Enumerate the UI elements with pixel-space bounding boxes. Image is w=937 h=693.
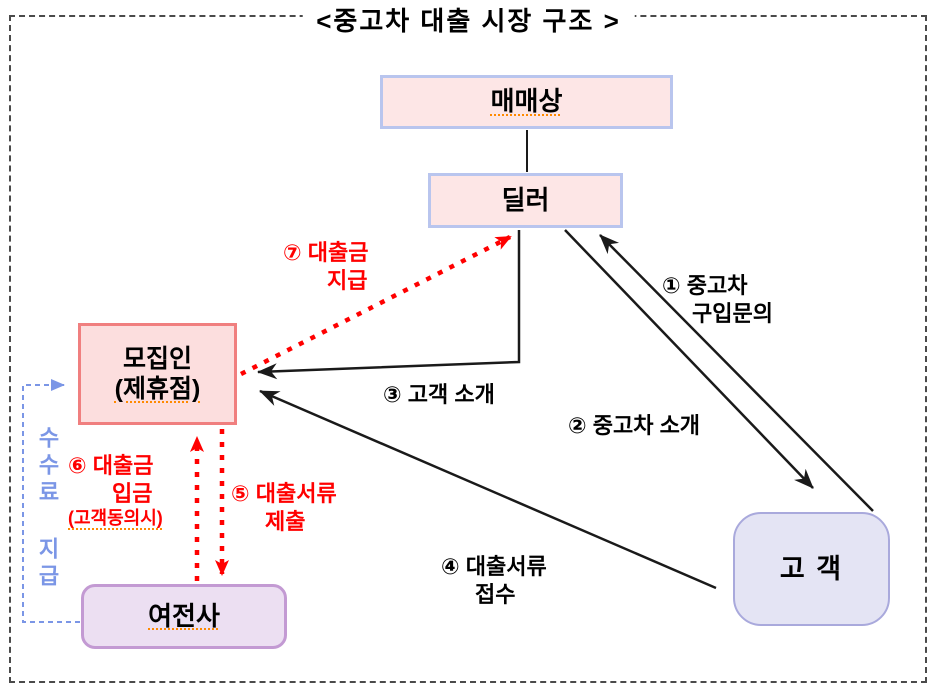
node-recruiter-box: 모집인 (제휴점) [78,323,237,425]
node-customer-label: 고 객 [779,553,844,584]
label-5-line2: 제출 [265,508,306,534]
node-maemaesang-box: 매매상 [380,75,673,129]
node-recruiter-label-line1: 모집인 [122,344,192,373]
label-6-loan-deposit: ⑥ 대출금 입금 (고객동의시) [68,452,163,530]
label-2-car-introduction: ② 중고차 소개 [568,412,700,440]
node-maemaesang-label: 매매상 [490,86,563,117]
node-finance-label: 여전사 [148,600,220,631]
label-4-loan-docs-receipt: ④ 대출서류 접수 [441,553,547,608]
label-3-customer-introduction: ③ 고객 소개 [383,381,495,409]
node-recruiter-label-line2: (제휴점) [114,375,201,403]
label-1-purchase-inquiry: ① 중고차 구입문의 [662,272,773,327]
label-3-line1: ③ 고객 소개 [383,382,495,407]
label-6-line2: 입금 [112,480,153,506]
label-fee-payment: 수수료 지급 [35,426,60,591]
arrow-1-purchase-inquiry [599,234,874,512]
label-7-line2: 지급 [327,267,368,293]
node-customer-box: 고 객 [733,512,890,626]
arrow-fee-payment [22,379,80,623]
arrow-7-loan-payment [239,234,512,377]
label-4-line2: 접수 [475,581,516,607]
label-7-loan-payment: ⑦ 대출금 지급 [283,239,368,294]
label-6-line1: ⑥ 대출금 [68,453,154,478]
node-dealer-box: 딜러 [428,173,623,228]
arrow-4-loan-docs-receipt [259,389,717,590]
label-1-line2: 구입문의 [692,300,773,326]
arrow-2-car-introduction [564,229,814,489]
label-1-line1: ① 중고차 [662,273,748,298]
node-finance-box: 여전사 [81,584,287,649]
label-6-line3: (고객동의시) [68,508,163,528]
label-2-line1: ② 중고차 소개 [568,413,701,438]
label-5-loan-docs-submit: ⑤ 대출서류 제출 [231,480,337,535]
label-5-line1: ⑤ 대출서류 [231,481,337,506]
label-4-line1: ④ 대출서류 [441,554,547,579]
diagram-title: <중고차 대출 시장 구조 > [302,1,635,38]
arrow-3-customer-introduction [257,230,521,380]
label-7-line1: ⑦ 대출금 [283,240,369,265]
node-dealer-label: 딜러 [501,184,550,215]
